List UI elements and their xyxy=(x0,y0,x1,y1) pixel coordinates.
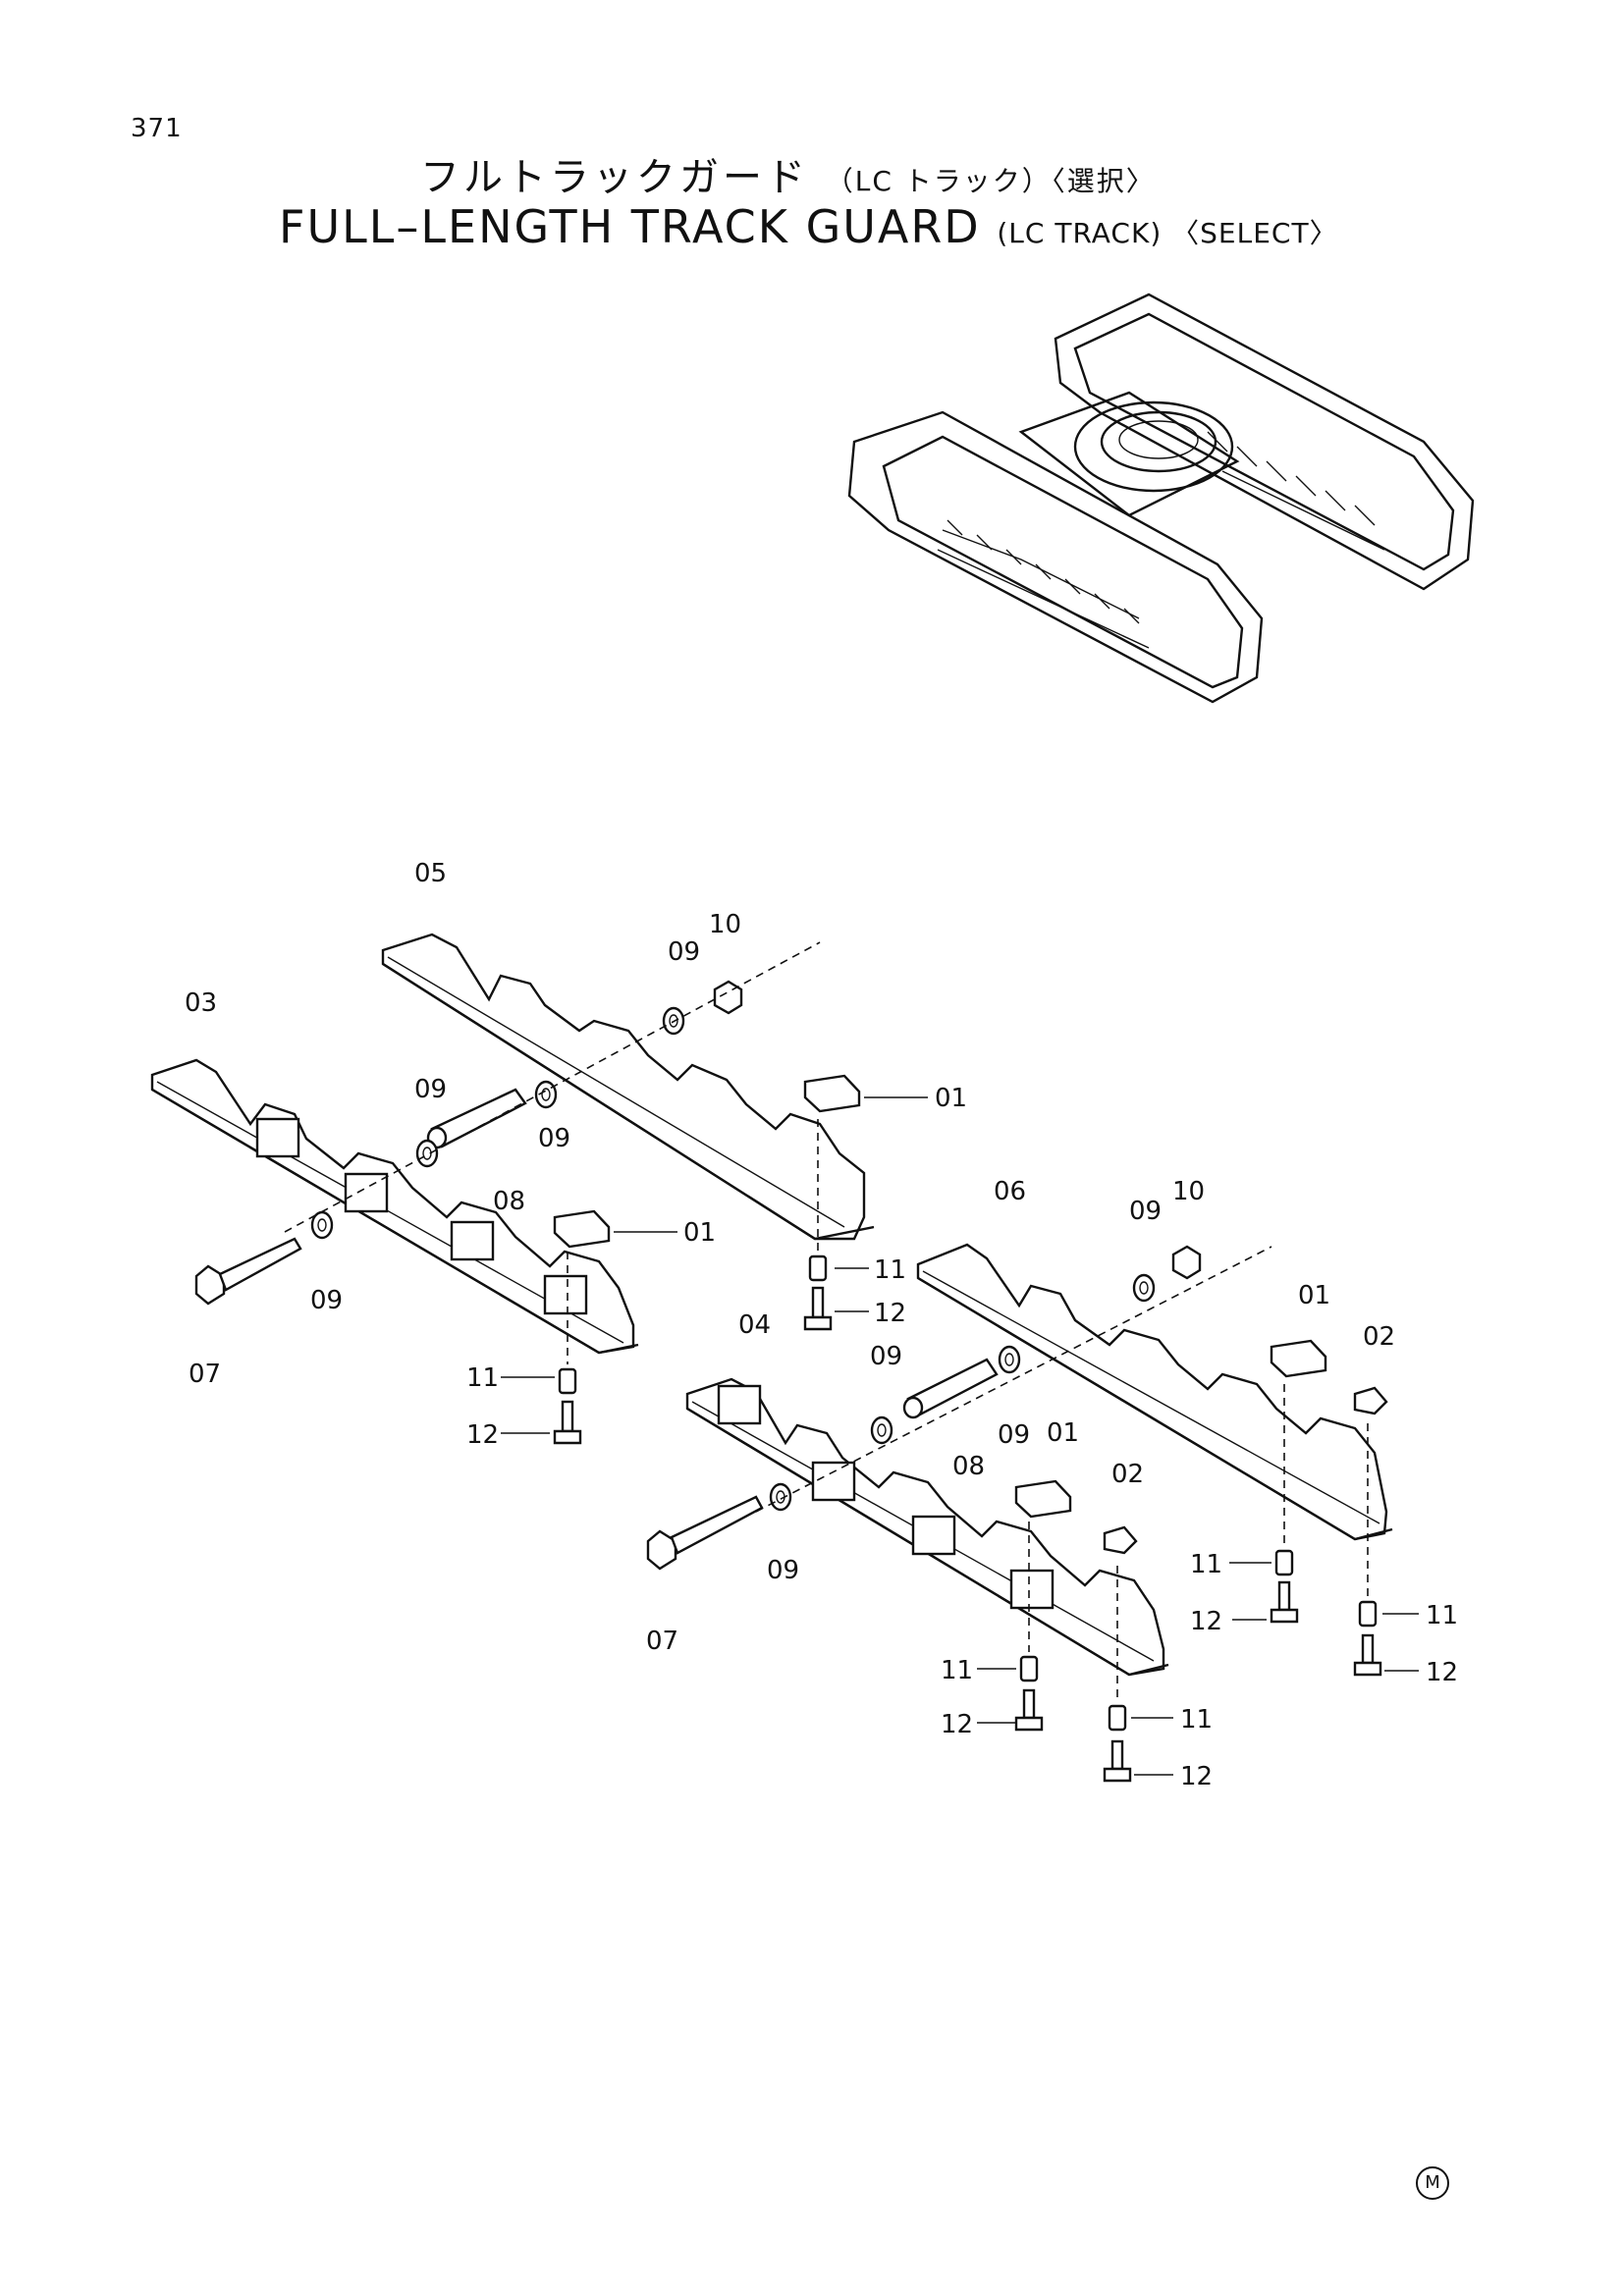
callout-08: 08 xyxy=(952,1452,985,1481)
callout-03: 03 xyxy=(185,988,217,1018)
callout-09: 09 xyxy=(767,1556,799,1585)
callout-labels: 05 03 10 09 09 09 08 01 01 09 07 11 12 1… xyxy=(185,859,1458,1791)
callout-12: 12 xyxy=(1426,1658,1458,1687)
callout-01: 01 xyxy=(1298,1281,1330,1310)
callout-10: 10 xyxy=(709,910,741,939)
title-jp-sub: （LC トラック）〈選択〉 xyxy=(825,165,1156,197)
callout-05: 05 xyxy=(414,859,447,888)
callout-01: 01 xyxy=(935,1084,967,1113)
maker-mark-circle: M xyxy=(1416,2166,1449,2200)
pins-08 xyxy=(426,1088,999,1419)
callout-04: 04 xyxy=(738,1310,771,1340)
page-number: 371 xyxy=(131,114,183,143)
callout-07: 07 xyxy=(189,1360,221,1389)
callout-02: 02 xyxy=(1111,1460,1144,1489)
bolt-07-left xyxy=(194,1237,302,1306)
callout-11: 11 xyxy=(941,1656,973,1685)
callout-09: 09 xyxy=(310,1286,343,1315)
callout-leaders xyxy=(501,1096,1419,1776)
callout-09: 09 xyxy=(1129,1197,1162,1226)
page-title-japanese: フルトラックガード （LC トラック）〈選択〉 xyxy=(420,145,1156,202)
bolt-07-right xyxy=(646,1495,764,1571)
plates-02 xyxy=(1103,1386,1388,1555)
callout-11: 11 xyxy=(1180,1705,1213,1735)
title-en-main: FULL–LENGTH TRACK GUARD xyxy=(279,200,981,253)
page-title-english: FULL–LENGTH TRACK GUARD (LC TRACK) 〈SELE… xyxy=(279,200,1338,253)
callout-07: 07 xyxy=(646,1627,678,1656)
callout-11: 11 xyxy=(1426,1601,1458,1630)
callout-09: 09 xyxy=(668,937,700,967)
callout-06: 06 xyxy=(994,1177,1026,1206)
callout-09: 09 xyxy=(414,1075,447,1104)
callout-09: 09 xyxy=(538,1124,570,1153)
blocks-01 xyxy=(553,1074,1327,1519)
callout-09: 09 xyxy=(998,1420,1030,1450)
spacers-11 xyxy=(558,1255,1378,1732)
callout-11: 11 xyxy=(874,1255,906,1285)
callout-12: 12 xyxy=(466,1420,499,1450)
callout-09: 09 xyxy=(870,1342,902,1371)
track-guard-rail-03 xyxy=(150,1058,639,1355)
nuts-10 xyxy=(713,980,1202,1280)
assembly-centerlines xyxy=(284,941,1369,1701)
washers-09 xyxy=(310,1006,1156,1512)
callout-01: 01 xyxy=(683,1218,716,1248)
callout-12: 12 xyxy=(1190,1607,1222,1636)
callout-12: 12 xyxy=(1180,1762,1213,1791)
callout-12: 12 xyxy=(874,1299,906,1328)
title-jp-main: フルトラックガード xyxy=(420,155,809,200)
callout-10: 10 xyxy=(1172,1177,1205,1206)
track-guard-rail-04 xyxy=(685,1377,1169,1677)
bolts-12 xyxy=(553,1286,1382,1783)
callout-08: 08 xyxy=(493,1187,525,1216)
callout-01: 01 xyxy=(1047,1418,1079,1448)
callout-02: 02 xyxy=(1363,1322,1395,1352)
callout-11: 11 xyxy=(1190,1550,1222,1579)
callout-12: 12 xyxy=(941,1710,973,1739)
undercarriage-overview-illustration xyxy=(847,293,1475,704)
track-guard-rail-06 xyxy=(916,1243,1393,1541)
title-en-sub: (LC TRACK) 〈SELECT〉 xyxy=(997,217,1338,249)
track-guard-rail-05 xyxy=(381,933,875,1241)
callout-11: 11 xyxy=(466,1363,499,1393)
